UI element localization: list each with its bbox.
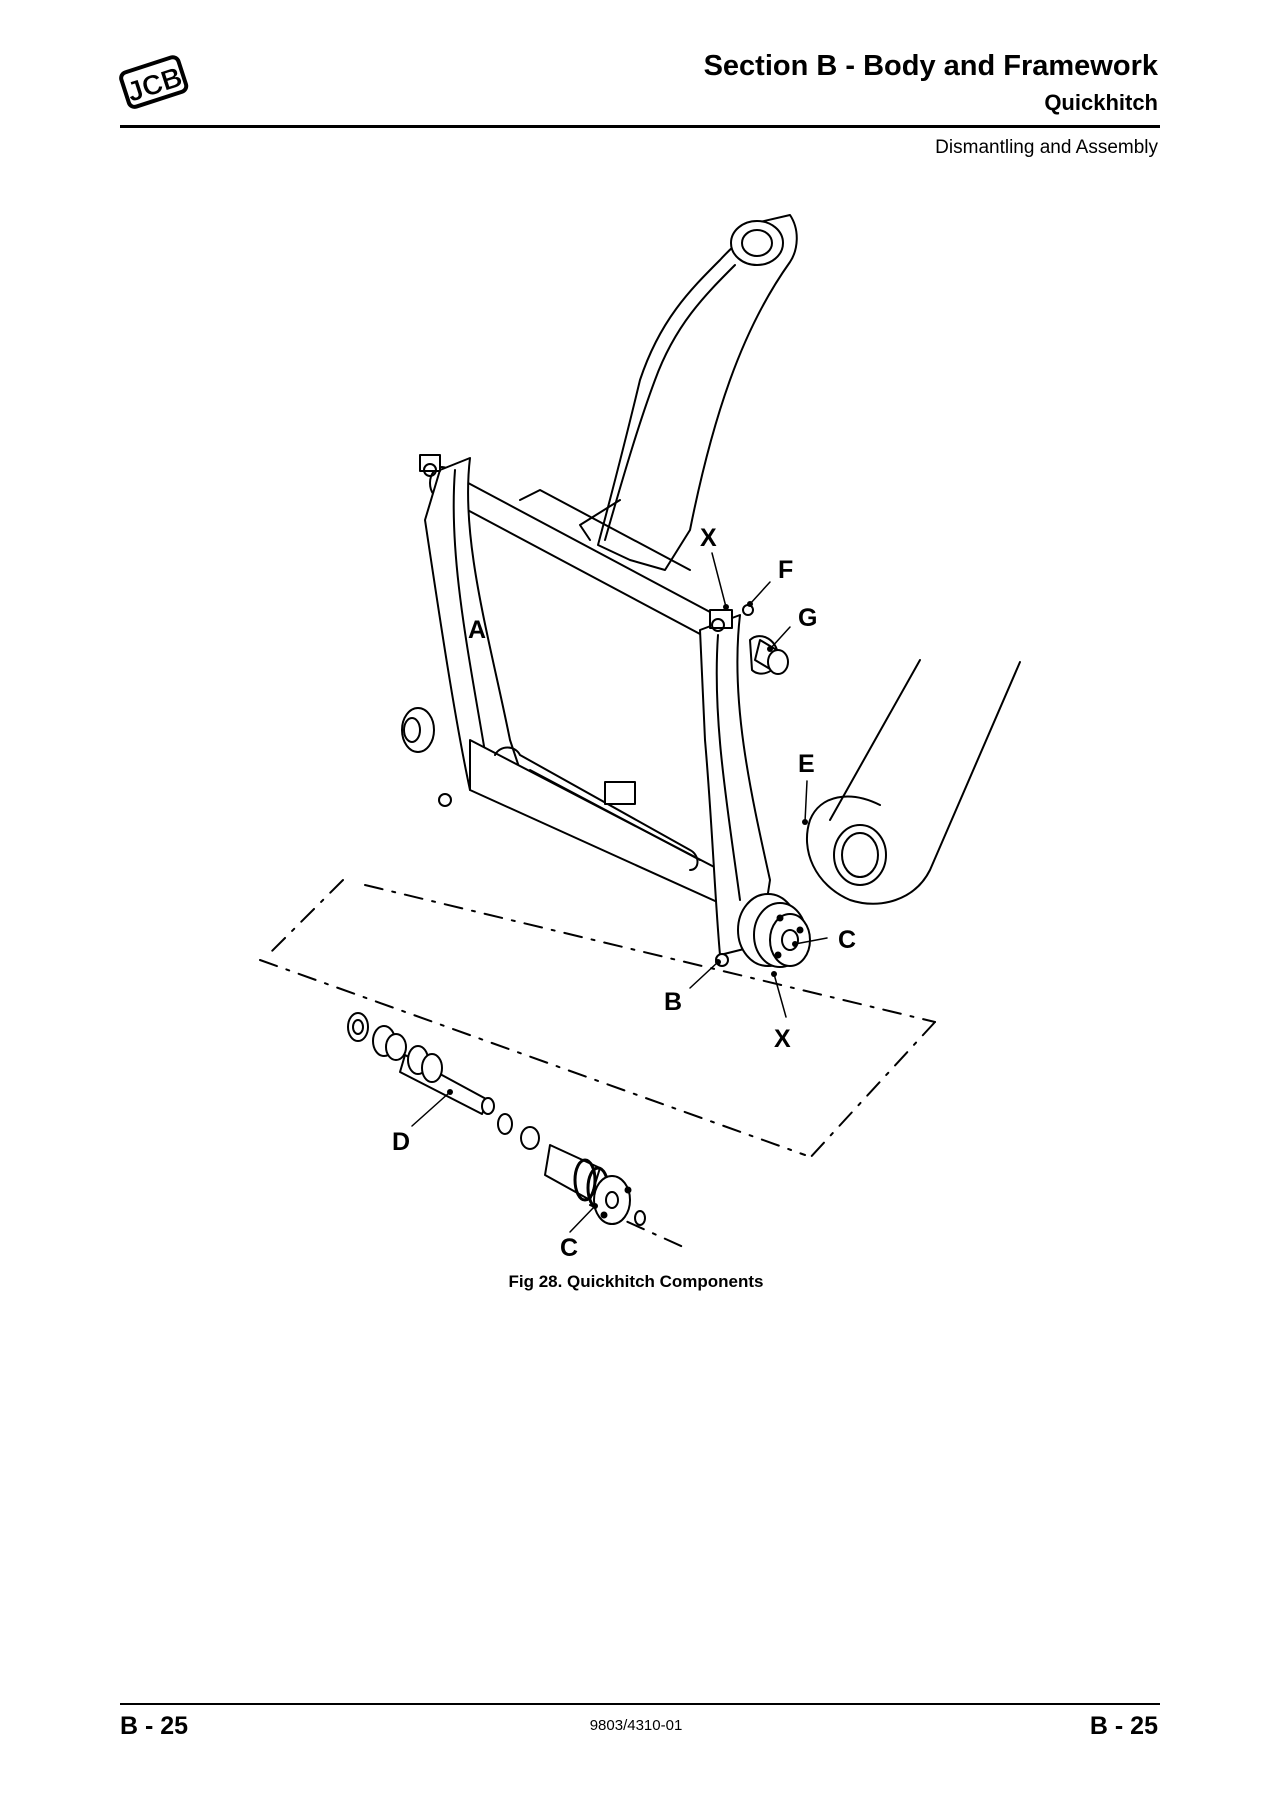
- lower-cross-tube: [469, 739, 736, 911]
- topic-label: Dismantling and Assembly: [935, 137, 1158, 158]
- subsection-title: Quickhitch: [1044, 90, 1158, 115]
- callout-g: G: [798, 604, 817, 632]
- callout-c-upper: C: [838, 926, 856, 954]
- leader-lines: [411, 552, 828, 1233]
- document-code: 9803/4310-01: [589, 1717, 683, 1734]
- figure-caption: Fig 28. Quickhitch Components: [508, 1272, 764, 1291]
- left-side-plate: [401, 454, 521, 807]
- jcb-logo: JCB: [119, 55, 189, 109]
- callout-x-lower: X: [774, 1025, 791, 1053]
- callout-e: E: [798, 750, 815, 778]
- callout-f: F: [778, 556, 793, 584]
- section-title: Section B - Body and Framework: [703, 50, 1158, 82]
- callout-x-upper: X: [700, 524, 717, 552]
- footer-rule: [120, 1703, 1160, 1705]
- page-number-right: B - 25: [1089, 1712, 1158, 1740]
- header-rule: [120, 125, 1160, 128]
- side-pin: [754, 639, 789, 675]
- leader-dots: [447, 601, 808, 1209]
- callout-c-lower: C: [560, 1234, 578, 1262]
- callout-d: D: [392, 1128, 410, 1156]
- pivot-collar: [737, 893, 811, 968]
- dipper-arm: [805, 659, 1021, 905]
- page-number-left: B - 25: [120, 1712, 189, 1740]
- link-arm: [579, 214, 798, 571]
- callout-b: B: [664, 988, 682, 1016]
- exploded-parts: [347, 1012, 646, 1226]
- callout-a: A: [468, 616, 486, 644]
